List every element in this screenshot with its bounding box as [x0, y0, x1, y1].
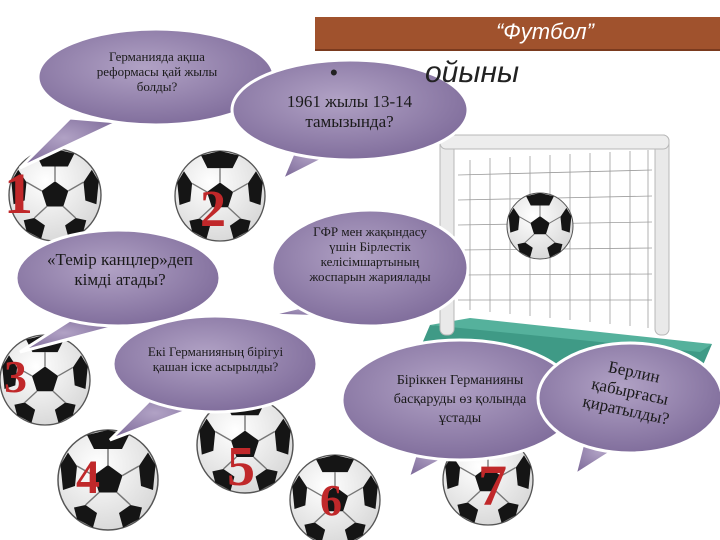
bubble-6-text: Біріккен Германияны басқаруды өз қолында… [393, 373, 527, 426]
bubble-7[interactable] [536, 341, 720, 479]
game-title: “Футбол” [495, 19, 594, 44]
number-1: 1 [4, 161, 33, 226]
ball-4 [58, 430, 158, 530]
number-4: 4 [76, 451, 100, 504]
bubble-3[interactable] [14, 228, 222, 354]
bullet-icon: • [330, 60, 338, 85]
bubble-2-text: 1961 жылы 13-14 тамызында? [286, 92, 413, 131]
bubble-5-text: Екі Германияның бірігуі қашан іске асыры… [147, 344, 284, 374]
bubble-2[interactable] [230, 58, 470, 184]
bubble-4[interactable] [267, 208, 470, 328]
number-5: 5 [227, 436, 255, 498]
number-6: 6 [320, 476, 342, 525]
bubble-3-text: «Темір канцлер»деп кімді атады? [46, 250, 194, 289]
number-7: 7 [478, 453, 507, 518]
number-2: 2 [200, 181, 226, 238]
bubble-1-text: Германияда ақша реформасы қай жылы болды… [96, 49, 218, 94]
header-bar [315, 17, 720, 50]
bubble-5[interactable] [108, 314, 319, 442]
game-subtitle: ойыны [425, 56, 520, 89]
bubble-4-text: ГФР мен жақындасу үшін Бірлестік келісім… [309, 224, 431, 284]
bubble-6[interactable] [340, 338, 580, 482]
number-3: 3 [4, 351, 27, 402]
